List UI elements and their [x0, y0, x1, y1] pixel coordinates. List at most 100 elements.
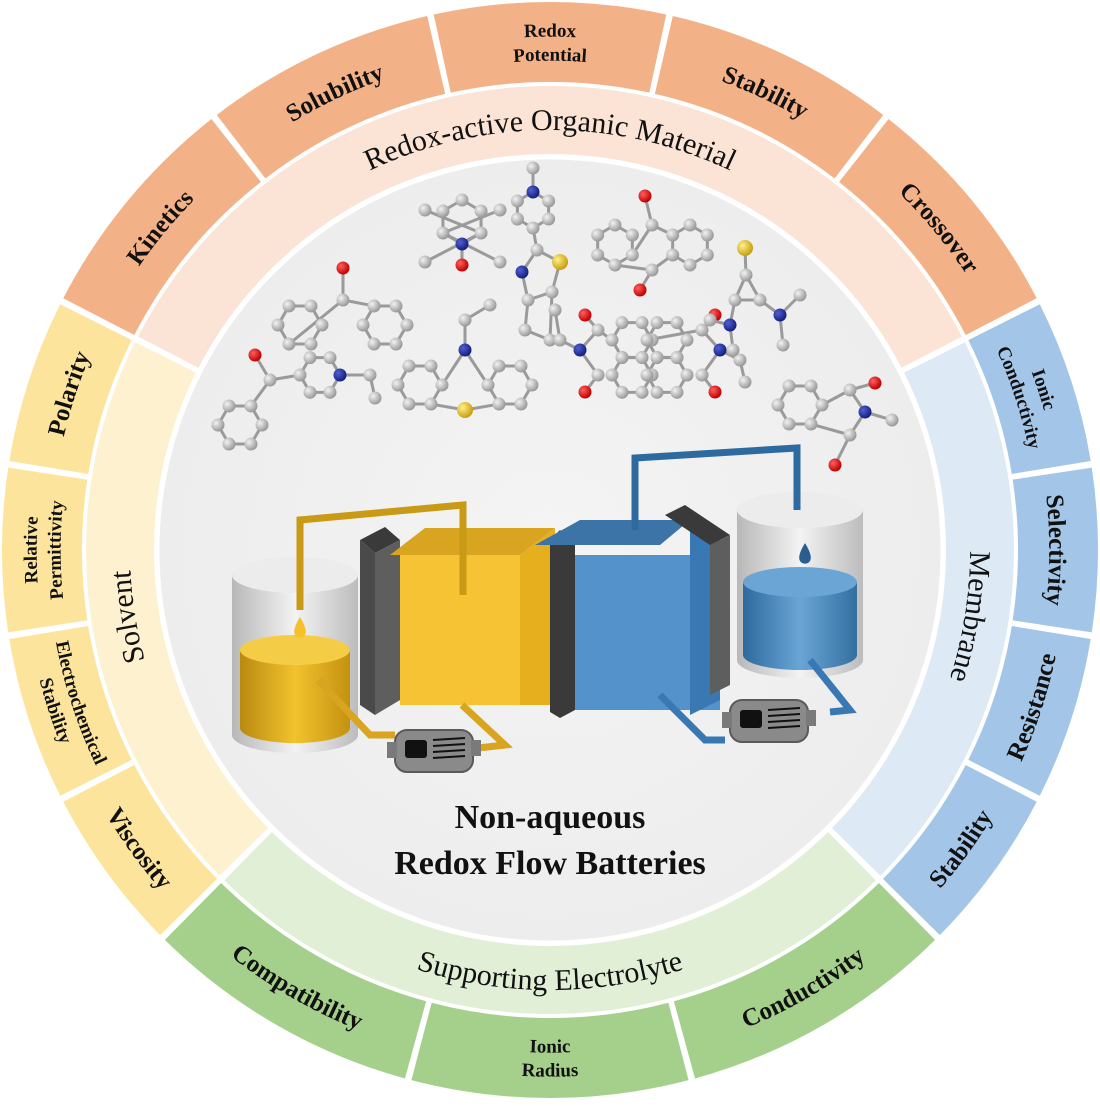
right-pump-outlet — [806, 710, 816, 726]
segment-label: Permittivity — [45, 499, 69, 600]
molecule-n-methylphthalimide — [771, 376, 899, 472]
left-cell-side — [520, 528, 555, 705]
atom — [336, 293, 350, 307]
atom — [650, 385, 664, 399]
atom — [333, 368, 347, 382]
atom — [418, 203, 432, 217]
atom — [650, 351, 664, 365]
left-pump-vent — [432, 749, 466, 753]
segment-stability: Stability — [882, 765, 1037, 936]
left-pump-vent — [432, 755, 466, 759]
right-cell-top — [535, 520, 690, 545]
bond — [463, 349, 490, 386]
left-pump-inlet — [387, 742, 397, 758]
atom — [868, 376, 882, 390]
segment-stability: Stability — [654, 15, 884, 179]
bond — [548, 291, 554, 341]
segment-resistance: Resistance — [968, 626, 1091, 796]
atom — [708, 385, 722, 399]
atom — [737, 240, 753, 256]
atom — [391, 378, 405, 392]
segment-kinetics: Kinetics — [63, 119, 261, 335]
left-tank-liquid — [240, 650, 350, 743]
atom — [248, 348, 262, 362]
right-pump-vent — [767, 725, 801, 729]
bond — [424, 208, 482, 235]
right-electrode-front — [710, 535, 730, 695]
segment-label: Relative — [21, 516, 43, 584]
segment-block — [63, 119, 261, 335]
atom — [683, 258, 697, 272]
atom — [510, 212, 524, 226]
atom — [713, 343, 727, 357]
atom — [633, 283, 647, 297]
atom — [493, 255, 507, 269]
atom — [578, 308, 592, 322]
atom — [666, 248, 680, 262]
atom — [530, 243, 544, 257]
atom — [400, 318, 414, 332]
atom — [255, 418, 269, 432]
bond — [440, 349, 467, 386]
segment-label: Selectivity — [1040, 493, 1070, 607]
atom — [526, 221, 540, 235]
atom — [776, 338, 790, 352]
atom — [591, 228, 605, 242]
atom — [645, 218, 659, 232]
molecule-tempo — [418, 193, 507, 272]
atom — [645, 263, 659, 277]
atom — [670, 316, 684, 330]
segment-selectivity: Selectivity — [1012, 467, 1098, 633]
atom — [683, 218, 697, 232]
drop-icon-blue — [799, 543, 811, 564]
atom — [263, 373, 277, 387]
atom — [336, 261, 350, 275]
atom — [670, 385, 684, 399]
atom — [591, 248, 605, 262]
atom — [492, 397, 506, 411]
atom — [573, 343, 587, 357]
atom — [367, 337, 381, 351]
molecule-anthraquinone — [591, 189, 714, 297]
flow-battery-illustration — [232, 444, 863, 773]
atom — [521, 293, 535, 307]
atom — [695, 323, 709, 337]
left-cell-top — [390, 528, 555, 555]
right-pump-window — [740, 710, 762, 728]
atom — [483, 298, 497, 312]
segment-block — [968, 626, 1091, 796]
atom — [695, 368, 709, 382]
atom — [793, 288, 807, 302]
atom — [666, 228, 680, 242]
atom — [739, 268, 753, 282]
membrane-separator — [550, 530, 575, 718]
atom — [782, 379, 796, 393]
atom — [424, 359, 438, 373]
atom — [389, 337, 403, 351]
atom — [525, 378, 539, 392]
molecule-naphthalene-diimide — [548, 303, 752, 399]
bond — [810, 422, 851, 437]
atom — [548, 303, 562, 317]
segment-label: Ionic — [529, 1036, 571, 1057]
left-electrode-front — [375, 540, 400, 715]
atom — [804, 379, 818, 393]
atom — [303, 351, 317, 365]
atom — [510, 194, 524, 208]
atom — [436, 226, 450, 240]
atom — [455, 258, 469, 272]
atom — [315, 318, 329, 332]
drop-icon-yellow — [294, 617, 306, 638]
atom — [222, 399, 236, 413]
atom — [514, 397, 528, 411]
atom — [492, 359, 506, 373]
bond — [442, 231, 501, 264]
segment-label: Radius — [521, 1060, 579, 1082]
atom — [474, 204, 488, 218]
molecule-ethyl-phenothiazine — [391, 298, 539, 418]
atom — [625, 228, 639, 242]
category-band — [224, 831, 876, 1014]
